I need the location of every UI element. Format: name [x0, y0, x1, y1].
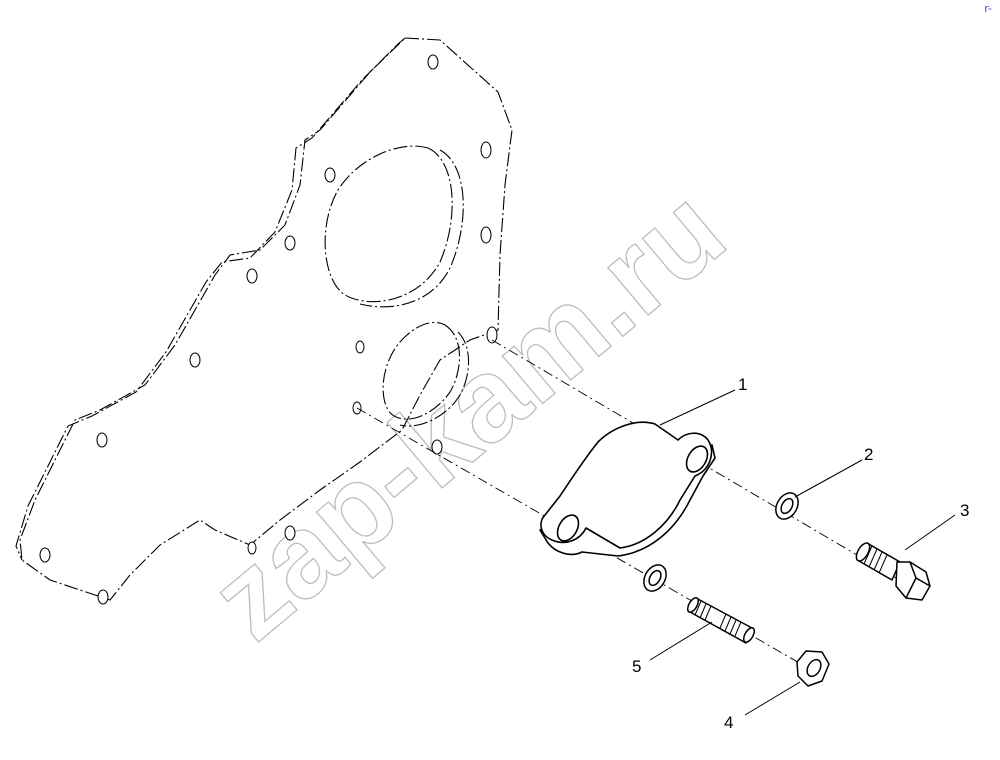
bolt-tip	[855, 542, 871, 562]
leader-5	[649, 621, 713, 661]
bolt-threads	[863, 545, 888, 574]
lower-bore-depth	[399, 331, 470, 427]
leader-4	[744, 681, 801, 716]
callout-5: 5	[632, 657, 641, 676]
hole	[486, 326, 498, 344]
hole	[480, 226, 492, 244]
hole	[96, 432, 108, 448]
stud	[686, 597, 756, 644]
cover-plate-face	[540, 421, 713, 549]
hole	[39, 547, 51, 563]
stud-end	[742, 627, 756, 643]
stud-end	[686, 597, 700, 613]
hole	[324, 167, 336, 183]
leader-1	[659, 389, 736, 426]
washer-inner	[780, 497, 794, 515]
stud-threads	[694, 600, 742, 637]
leader-3	[904, 514, 956, 551]
housing-holes	[39, 54, 498, 605]
callout-3: 3	[960, 501, 969, 520]
callout-4: 4	[724, 713, 733, 732]
hole	[480, 141, 492, 159]
hole	[284, 235, 296, 251]
leader-2	[794, 459, 863, 498]
hex-bolt	[855, 542, 931, 601]
hex-nut	[796, 650, 830, 687]
hole	[284, 525, 296, 541]
hole	[97, 589, 109, 605]
cover-plate	[539, 421, 716, 557]
bolt-head	[895, 561, 931, 601]
corner-mark: r-	[984, 2, 992, 15]
nut-bore	[806, 658, 822, 678]
hole	[431, 439, 443, 455]
hole	[189, 352, 201, 368]
washer-upper	[775, 492, 799, 520]
bolt-head-face	[905, 561, 931, 599]
callout-1: 1	[738, 375, 747, 394]
washer-inner	[648, 569, 662, 587]
upper-bore-depth	[359, 149, 464, 308]
upper-bore	[324, 145, 453, 303]
leader-lines	[649, 389, 956, 716]
washer-lower	[643, 564, 667, 592]
hole	[355, 340, 365, 354]
hole	[427, 54, 439, 70]
cover-plate-hole-upper	[685, 445, 709, 473]
hole	[246, 268, 258, 284]
hole	[247, 541, 257, 555]
housing-thickness	[15, 37, 406, 561]
lower-bore	[382, 321, 461, 420]
cover-plate-hole-lower	[556, 514, 580, 542]
callout-2: 2	[864, 445, 873, 464]
